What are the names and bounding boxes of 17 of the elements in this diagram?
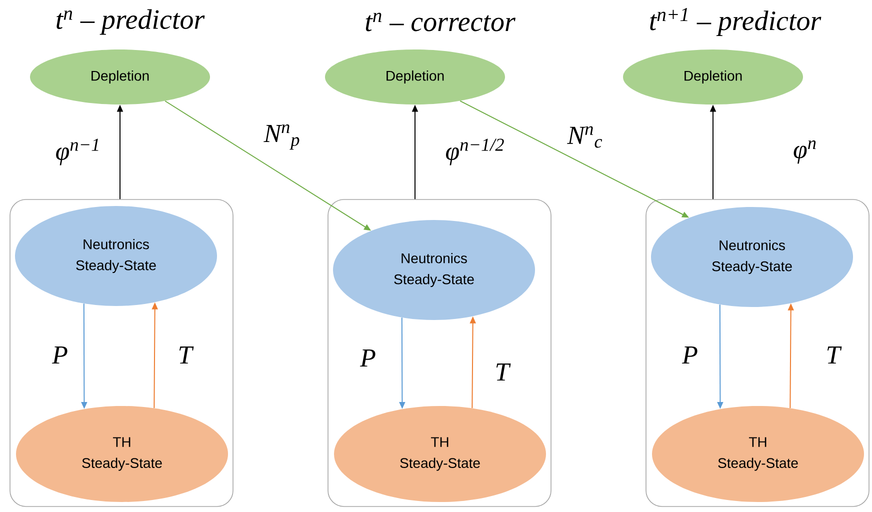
group-frame	[328, 199, 552, 507]
edge-label: N$^{n}$p	[262, 123, 302, 151]
edge-label: T	[176, 346, 194, 365]
edge-label: T	[494, 362, 511, 382]
edge-label: P	[359, 348, 377, 368]
edge-label: P	[681, 346, 699, 365]
edge-label: P	[51, 346, 69, 365]
step-title: t$^{n}$ – predictor	[56, 9, 205, 35]
step-title: t$^{n}$ – corrector	[366, 12, 516, 32]
edge-label: φ$^{n}$	[792, 139, 818, 165]
edge-label: N$^{n}$c	[566, 125, 604, 149]
group-frame	[10, 199, 234, 507]
step-title: t$^{n+1}$ – predictor	[650, 8, 822, 36]
group-frame	[646, 199, 870, 507]
edge-label: φ$^{n−1}$	[54, 138, 102, 166]
edge-label: T	[824, 346, 842, 365]
edge-label: φ$^{n−1/2}$	[444, 138, 506, 166]
